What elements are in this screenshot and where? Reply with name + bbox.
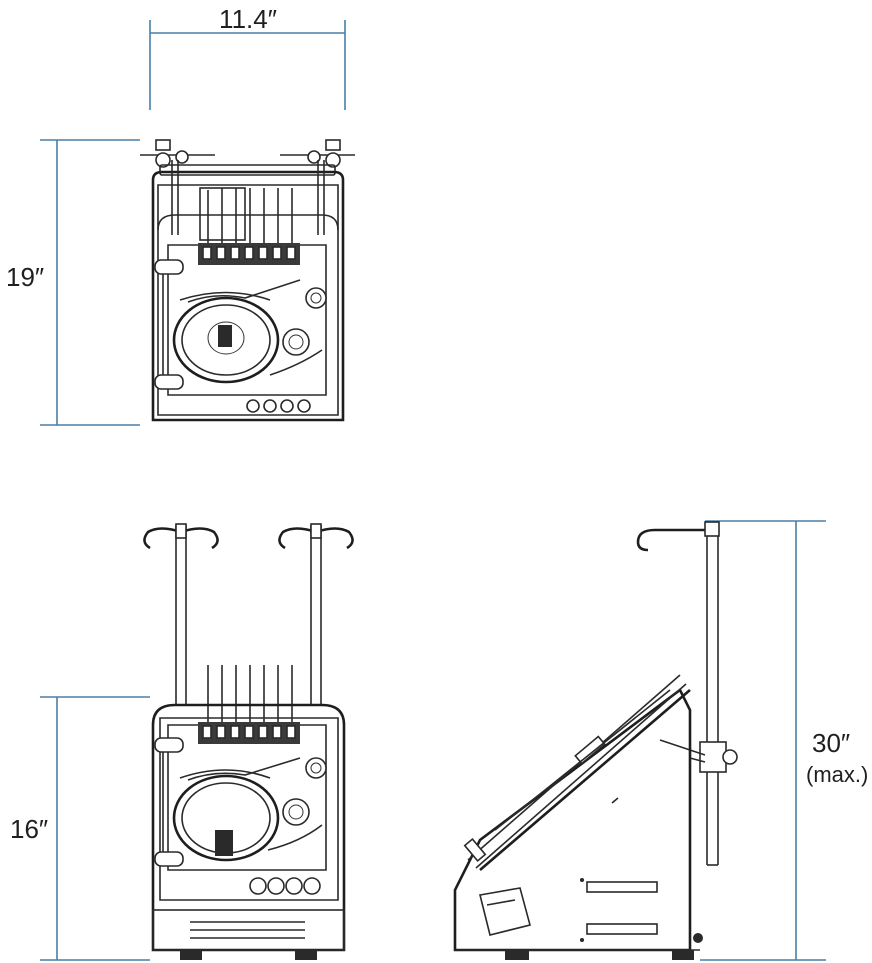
pole-knob-left bbox=[140, 139, 215, 168]
device-front-view bbox=[143, 523, 354, 960]
control-buttons-top bbox=[246, 399, 311, 413]
tube-bundle-top bbox=[199, 187, 293, 245]
device-side-view bbox=[453, 521, 738, 960]
height-label-side: 30″ bbox=[812, 728, 850, 758]
control-buttons-front bbox=[249, 877, 321, 895]
height-note-side: (max.) bbox=[806, 762, 868, 787]
iv-pole-side bbox=[636, 521, 738, 866]
height-dimension-side-view: 30″ (max.) bbox=[700, 520, 868, 961]
iv-pole-left bbox=[143, 523, 219, 705]
height-dimension-front-view: 16″ bbox=[10, 696, 150, 961]
width-label: 11.4″ bbox=[219, 4, 277, 34]
pole-knob-right bbox=[280, 139, 355, 168]
device-top-view bbox=[140, 139, 355, 422]
height-label-front: 16″ bbox=[10, 814, 48, 844]
tilted-panel-side bbox=[463, 674, 691, 871]
manifold-valves-front bbox=[202, 725, 296, 739]
manifold-valves-top bbox=[202, 246, 296, 260]
pump-rotor-front bbox=[172, 769, 280, 862]
width-dimension-top: 11.4″ bbox=[149, 4, 346, 110]
tube-bundle-front bbox=[207, 665, 293, 725]
iv-pole-right bbox=[278, 523, 354, 705]
height-label-top: 19″ bbox=[6, 262, 44, 292]
pump-rotor-top bbox=[172, 291, 280, 384]
height-dimension-top-view: 19″ bbox=[6, 139, 140, 426]
